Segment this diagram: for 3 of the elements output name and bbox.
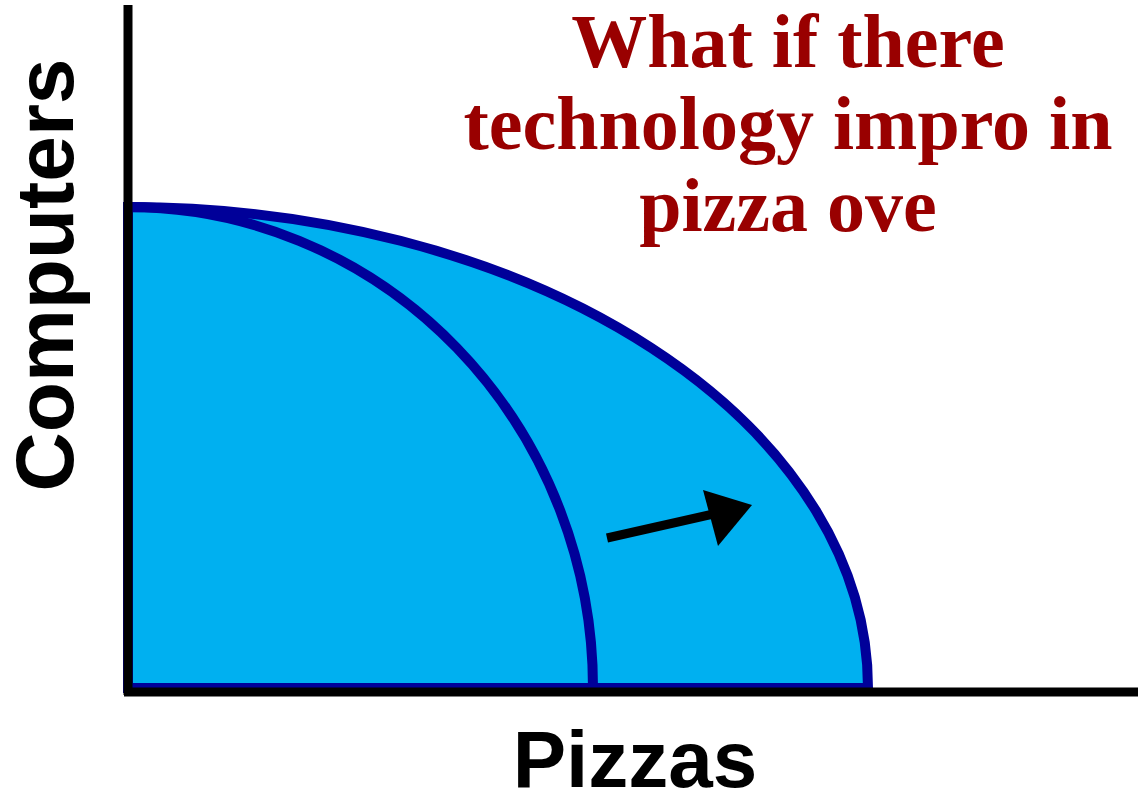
title: What if there technology impro in pizza ove bbox=[462, 0, 1114, 246]
axis-label: Computers bbox=[0, 58, 91, 492]
axis-label: Pizzas bbox=[512, 714, 758, 792]
